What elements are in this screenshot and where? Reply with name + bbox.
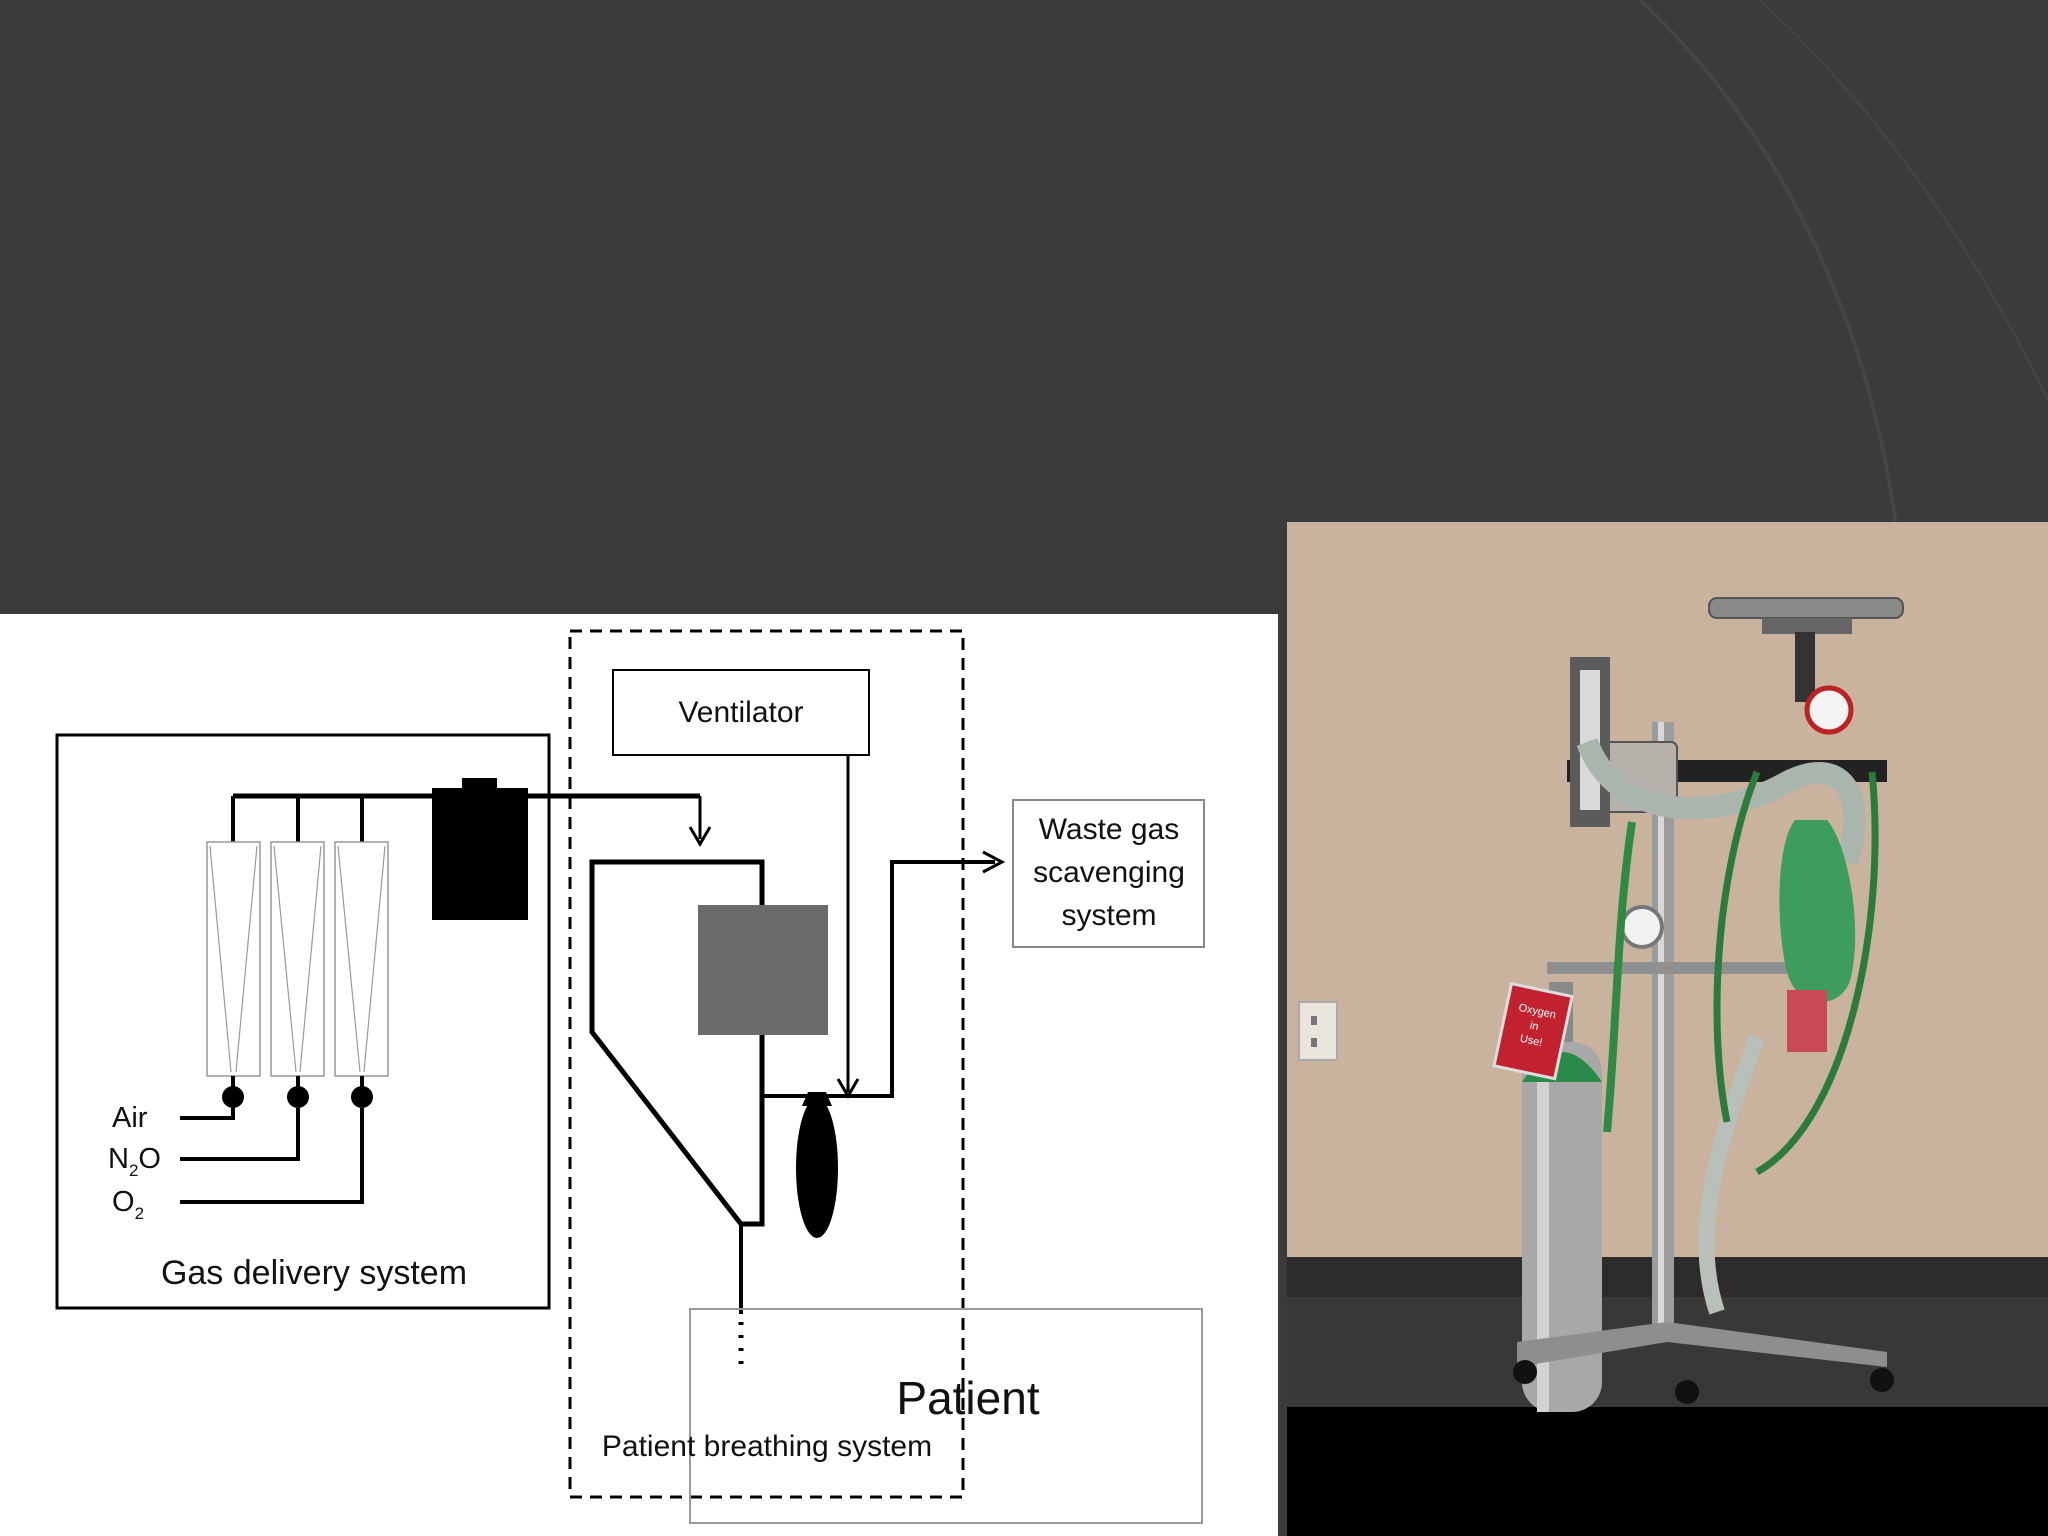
caster-left	[1513, 1360, 1537, 1384]
gas-delivery-label: Gas delivery system	[161, 1254, 467, 1292]
green-hose-right	[1755, 771, 1879, 1176]
patient-label: Patient	[896, 1372, 1039, 1424]
breathing-system-box	[568, 629, 965, 1499]
corrugated-hose	[1576, 737, 1866, 866]
ventilator-label: Ventilator	[678, 696, 803, 729]
machine-tray	[1708, 597, 1904, 619]
caster-right	[1870, 1368, 1894, 1392]
anesthesia-machine-illustration: Oxygen in Use!	[1287, 522, 2048, 1536]
waste-gas-label-line3: system	[1061, 899, 1156, 932]
flowmeter-n2o	[270, 796, 325, 1108]
pressure-gauge-regulator	[1620, 905, 1664, 949]
waste-gas-label-line1: Waste gas	[1039, 813, 1180, 846]
air-supply-line	[180, 1108, 235, 1120]
ventilator-box	[612, 669, 870, 756]
anesthesia-schematic: Air N2O O2 Gas delivery system Ventilato…	[55, 629, 1205, 1524]
waste-gas-label-line2: scavenging	[1033, 856, 1185, 889]
n2o-supply-line	[180, 1108, 300, 1161]
machine-base	[1517, 1322, 1887, 1367]
patient-box	[689, 1308, 1203, 1524]
manifold-arrowhead	[688, 826, 712, 847]
background-arc-outer	[1638, 0, 1902, 561]
svg-text:in: in	[1529, 1020, 1540, 1034]
o2-supply-line	[180, 1108, 364, 1204]
waste-gas-box	[1012, 799, 1205, 948]
vaporizer	[432, 788, 528, 920]
gas-label-n2o: N2O	[108, 1143, 161, 1180]
co2-absorber	[698, 905, 828, 1035]
scavenge-arrowhead	[982, 850, 1006, 874]
anesthesia-machine-photo: Oxygen in Use!	[1287, 522, 2048, 1536]
bag-neck	[802, 1092, 832, 1106]
svg-text:Use!: Use!	[1519, 1033, 1544, 1049]
green-hose-left	[1713, 770, 1761, 1123]
vaporizer-cap	[462, 778, 497, 790]
photo-bottom-bar	[1287, 1407, 2048, 1536]
anesthesia-schematic-panel: Air N2O O2 Gas delivery system Ventilato…	[0, 614, 1278, 1536]
flowmeter-air	[206, 796, 261, 1108]
reservoir-bag	[796, 1098, 838, 1238]
caster-center	[1675, 1380, 1699, 1404]
gas-label-o2: O2	[112, 1186, 144, 1223]
background-arc-inner	[1758, 0, 2048, 401]
reservoir-bag-photo	[1779, 820, 1856, 1002]
oxygen-in-use-tag: Oxygen in Use!	[1492, 981, 1574, 1081]
gas-label-air: Air	[112, 1102, 148, 1134]
pressure-gauge-top	[1804, 685, 1854, 735]
breathing-system-label: Patient breathing system	[602, 1430, 932, 1463]
gas-delivery-box	[55, 733, 551, 1310]
breathing-circuit	[589, 859, 765, 1227]
machine-red-tag-right	[1787, 990, 1827, 1052]
flowmeter-o2	[334, 796, 389, 1108]
wall-outlet	[1298, 1001, 1338, 1061]
